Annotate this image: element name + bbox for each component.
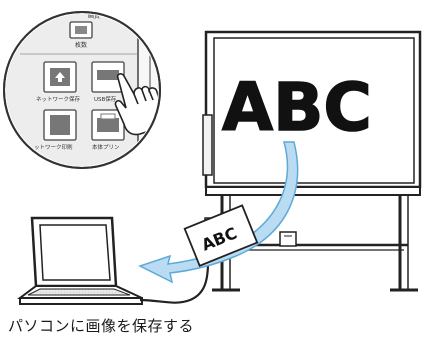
pen-tray [205, 186, 421, 196]
laptop [17, 216, 213, 305]
upload-arrow-icon [55, 72, 65, 82]
usb-save-icon [97, 70, 119, 80]
network-save-label: ネットワーク保存 [36, 95, 81, 103]
panel-label-quality: 画質 [88, 12, 100, 20]
printer-icon [97, 118, 119, 132]
usb-cable [139, 228, 210, 304]
laptop-base [19, 297, 143, 305]
caption: パソコンに画像を保存する [8, 317, 195, 335]
whiteboard-surface [213, 37, 415, 184]
control-panel-closeup: ール 画質 枚数 ネットワーク保存 USB保存 ットワーク印刷 本体 [3, 11, 161, 169]
panel-label-copies: 枚数 [75, 41, 87, 49]
whiteboard-handwriting: ABC [222, 69, 372, 146]
pointing-hand-icon [114, 73, 158, 136]
copies-icon [75, 26, 87, 34]
network-print-label: ットワーク印刷 [34, 143, 73, 151]
side-control-strip [202, 114, 213, 176]
network-print-icon [50, 115, 70, 135]
body-print-label: 本体プリン [92, 143, 120, 151]
usb-save-label: USB保存 [94, 95, 117, 103]
paper-sheet: ABC [183, 204, 259, 267]
shelf-device [279, 231, 297, 247]
